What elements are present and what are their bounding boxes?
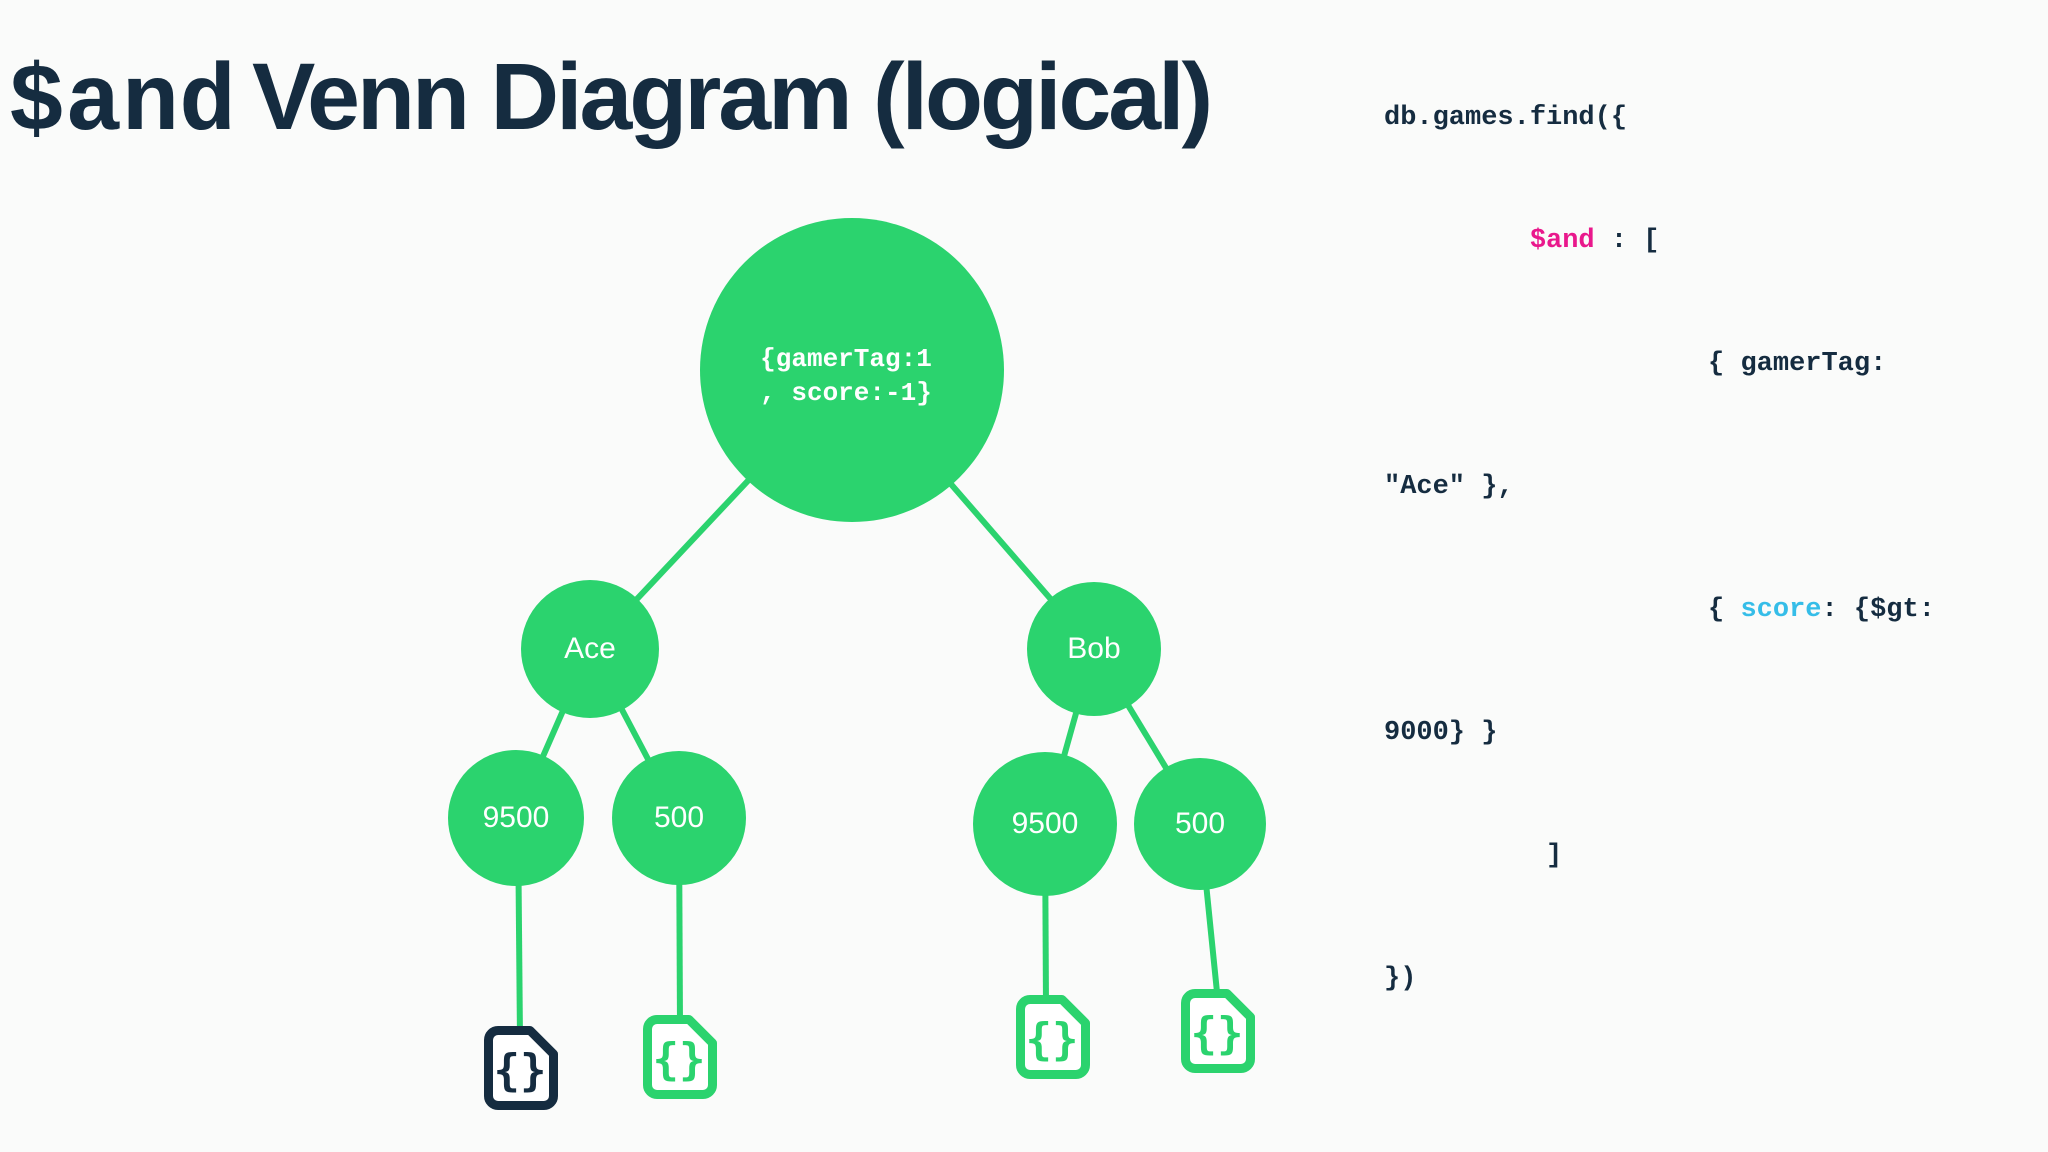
index-spec-line2: , score:-1} xyxy=(760,378,932,408)
code-token: 9000} } xyxy=(1384,718,1498,748)
tree-node-bob-9500: 9500 xyxy=(973,752,1117,896)
document-icon: {} xyxy=(1016,995,1090,1079)
braces-glyph: {} xyxy=(494,1045,547,1096)
code-line: }) xyxy=(1384,959,2044,1000)
node-label: 9500 xyxy=(482,801,550,834)
code-snippet: db.games.find({ $and : [ { gamerTag: "Ac… xyxy=(1384,16,2044,1082)
code-line: db.games.find({ xyxy=(1384,98,2044,139)
code-line: "Ace" }, xyxy=(1384,467,2044,508)
code-token-and-operator: $and xyxy=(1529,226,1595,256)
code-token-score-field: score xyxy=(1740,595,1822,625)
node-label: 500 xyxy=(1174,807,1226,840)
code-token: "Ace" }, xyxy=(1384,472,1514,502)
code-line: { gamerTag: xyxy=(1384,344,2044,385)
code-line: $and : [ xyxy=(1384,221,2044,262)
code-token: : {$gt: xyxy=(1821,595,1935,625)
index-spec-line1: {gamerTag:1 xyxy=(760,344,932,374)
braces-glyph: {} xyxy=(1026,1014,1079,1065)
code-line: ] xyxy=(1384,836,2044,877)
tree-node-bob: Bob xyxy=(1027,582,1161,716)
code-token: { xyxy=(1384,595,1741,625)
tree-node-index: {gamerTag:1 , score:-1} xyxy=(700,218,1004,522)
tree-node-ace-500: 500 xyxy=(612,751,746,885)
node-label: Ace xyxy=(564,632,616,665)
code-token: { gamerTag: xyxy=(1384,349,1887,379)
document-icon-matched: {} xyxy=(484,1026,558,1110)
index-spec-label: {gamerTag:1 , score:-1} xyxy=(760,342,932,410)
code-token: db.games.find({ xyxy=(1384,103,1628,133)
title-operator: $and xyxy=(8,50,237,158)
document-icon: {} xyxy=(643,1015,717,1099)
code-token: }) xyxy=(1384,964,1417,994)
code-line: { score: {$gt: xyxy=(1384,590,2044,631)
node-label: 9500 xyxy=(1011,807,1079,840)
document-icon: {} xyxy=(1181,989,1255,1073)
braces-glyph: {} xyxy=(653,1034,706,1085)
tree-node-bob-500: 500 xyxy=(1134,758,1266,890)
braces-glyph: {} xyxy=(1191,1008,1244,1059)
tree-node-ace: Ace xyxy=(521,580,659,718)
node-label: 500 xyxy=(653,801,705,834)
title-text: Venn Diagram (logical) xyxy=(252,44,1213,150)
code-token: ] xyxy=(1384,841,1563,871)
code-line: 9000} } xyxy=(1384,713,2044,754)
tree-node-ace-9500: 9500 xyxy=(448,750,584,886)
node-label: Bob xyxy=(1067,632,1121,665)
code-token: : [ xyxy=(1594,226,1660,256)
